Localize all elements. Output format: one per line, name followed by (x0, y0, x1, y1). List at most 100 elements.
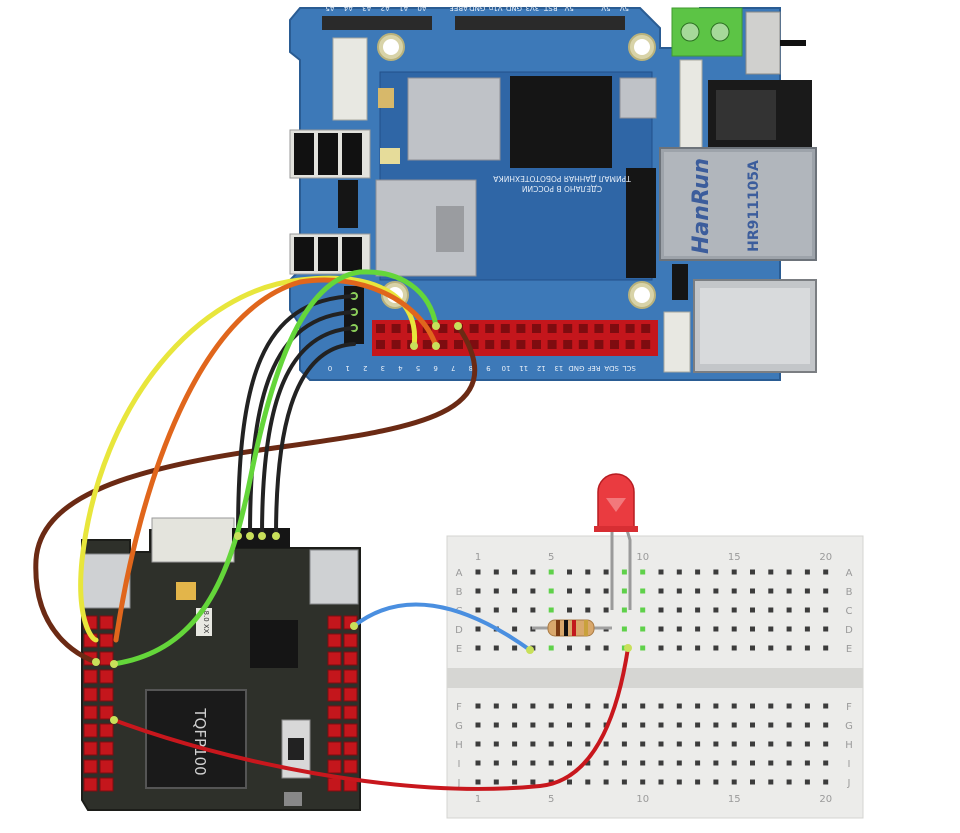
ethernet-brand: HanRun (689, 158, 714, 254)
breadboard-hole (695, 569, 701, 575)
breadboard-hole (768, 569, 774, 575)
breadboard-hole (658, 588, 664, 594)
breadboard-hole (658, 607, 664, 613)
digital-pin-label: 0 (328, 364, 332, 372)
dc-jack-opening (716, 90, 776, 140)
header-pin (516, 340, 526, 349)
module-header-pin (327, 777, 342, 792)
breadboard-hole (676, 588, 682, 594)
breadboard-hole (493, 703, 499, 709)
breadboard-hole (603, 645, 609, 651)
header-pin-label: GND (506, 4, 522, 12)
wire-black (236, 294, 356, 538)
breadboard-hole (676, 645, 682, 651)
header-pin (578, 340, 588, 349)
header-pin-label: A2 (381, 4, 390, 12)
module-header-pin (343, 705, 358, 720)
breadboard-hole (658, 703, 664, 709)
pin-header (338, 180, 358, 228)
breadboard-hole (621, 779, 627, 785)
header-pin-label: A4 (343, 4, 353, 12)
breadboard-hole (804, 779, 810, 785)
breadboard-hole (713, 626, 719, 632)
breadboard-hole (676, 703, 682, 709)
header-pin (376, 324, 385, 333)
header-pin (532, 324, 541, 333)
smd-part (378, 88, 394, 108)
breadboard-hole (804, 626, 810, 632)
resistor-band (572, 620, 576, 636)
digital-pin-label: 6 (433, 364, 438, 372)
breadboard-hole (640, 588, 646, 594)
breadboard-hole (823, 588, 829, 594)
breadboard-hole (713, 588, 719, 594)
breadboard-hole (475, 741, 481, 747)
digital-pin-label: SDA (604, 364, 619, 372)
breadboard-hole (823, 722, 829, 728)
breadboard-hole (512, 722, 518, 728)
digital-pin-label: REF (587, 364, 600, 372)
module-header-pin (327, 723, 342, 738)
breadboard-hole (512, 607, 518, 613)
breadboard-hole (640, 626, 646, 632)
breadboard-hole (731, 779, 737, 785)
breadboard-hole (695, 607, 701, 613)
breadboard-hole (640, 760, 646, 766)
wire-orange (113, 277, 439, 643)
row-letter: I (848, 759, 851, 770)
column-number: 15 (728, 794, 741, 805)
breadboard-hole (804, 741, 810, 747)
column-number: 10 (636, 552, 649, 563)
breadboard-hole (786, 779, 792, 785)
breadboard-hole (768, 760, 774, 766)
breadboard-hole (585, 779, 591, 785)
digital-pin-label: 13 (554, 364, 563, 372)
breadboard-hole (768, 722, 774, 728)
jst-connector (663, 311, 691, 373)
wire-end (110, 716, 118, 724)
module-header-pin (343, 687, 358, 702)
header-pin (500, 340, 510, 349)
header-pin (438, 324, 448, 333)
wire-end (624, 644, 632, 652)
header-pin (485, 340, 495, 349)
jumper-wires (33, 269, 632, 791)
breadboard-hole (585, 741, 591, 747)
breadboard-hole (750, 626, 755, 632)
jst-connector (679, 59, 703, 156)
breadboard-hole (475, 607, 481, 613)
header-pin (516, 324, 526, 333)
mount-hole-center (634, 287, 650, 303)
module-header-pin (83, 669, 98, 684)
header-pin (610, 324, 619, 333)
breadboard-hole (585, 588, 591, 594)
breadboard-hole (585, 722, 591, 728)
breadboard-hole (585, 760, 591, 766)
module-header-pin (343, 723, 358, 738)
header-pin (391, 340, 401, 349)
module-header-pin (343, 759, 358, 774)
ethernet-part-number: HR911105A (746, 160, 762, 252)
column-number: 1 (475, 552, 481, 563)
module-header-pin (327, 651, 342, 666)
module-header-pin (343, 633, 358, 648)
led-highlight (606, 498, 626, 512)
module-header-pin (327, 741, 342, 756)
breadboard-hole (731, 645, 737, 651)
breadboard-hole (804, 703, 810, 709)
header-pin-label: 3V3 (526, 4, 540, 12)
breadboard-hole (731, 607, 737, 613)
slide-switch-knob (288, 738, 304, 760)
breadboard-hole (750, 569, 755, 575)
header-pin (391, 324, 401, 333)
header-pin (563, 340, 573, 349)
breadboard-hole (823, 741, 829, 747)
breadboard-hole (530, 741, 536, 747)
digital-pin-label: SCL (622, 364, 635, 372)
digital-pin-label: 3 (381, 364, 385, 372)
breadboard-hole (658, 779, 664, 785)
breadboard-hole (567, 569, 572, 575)
